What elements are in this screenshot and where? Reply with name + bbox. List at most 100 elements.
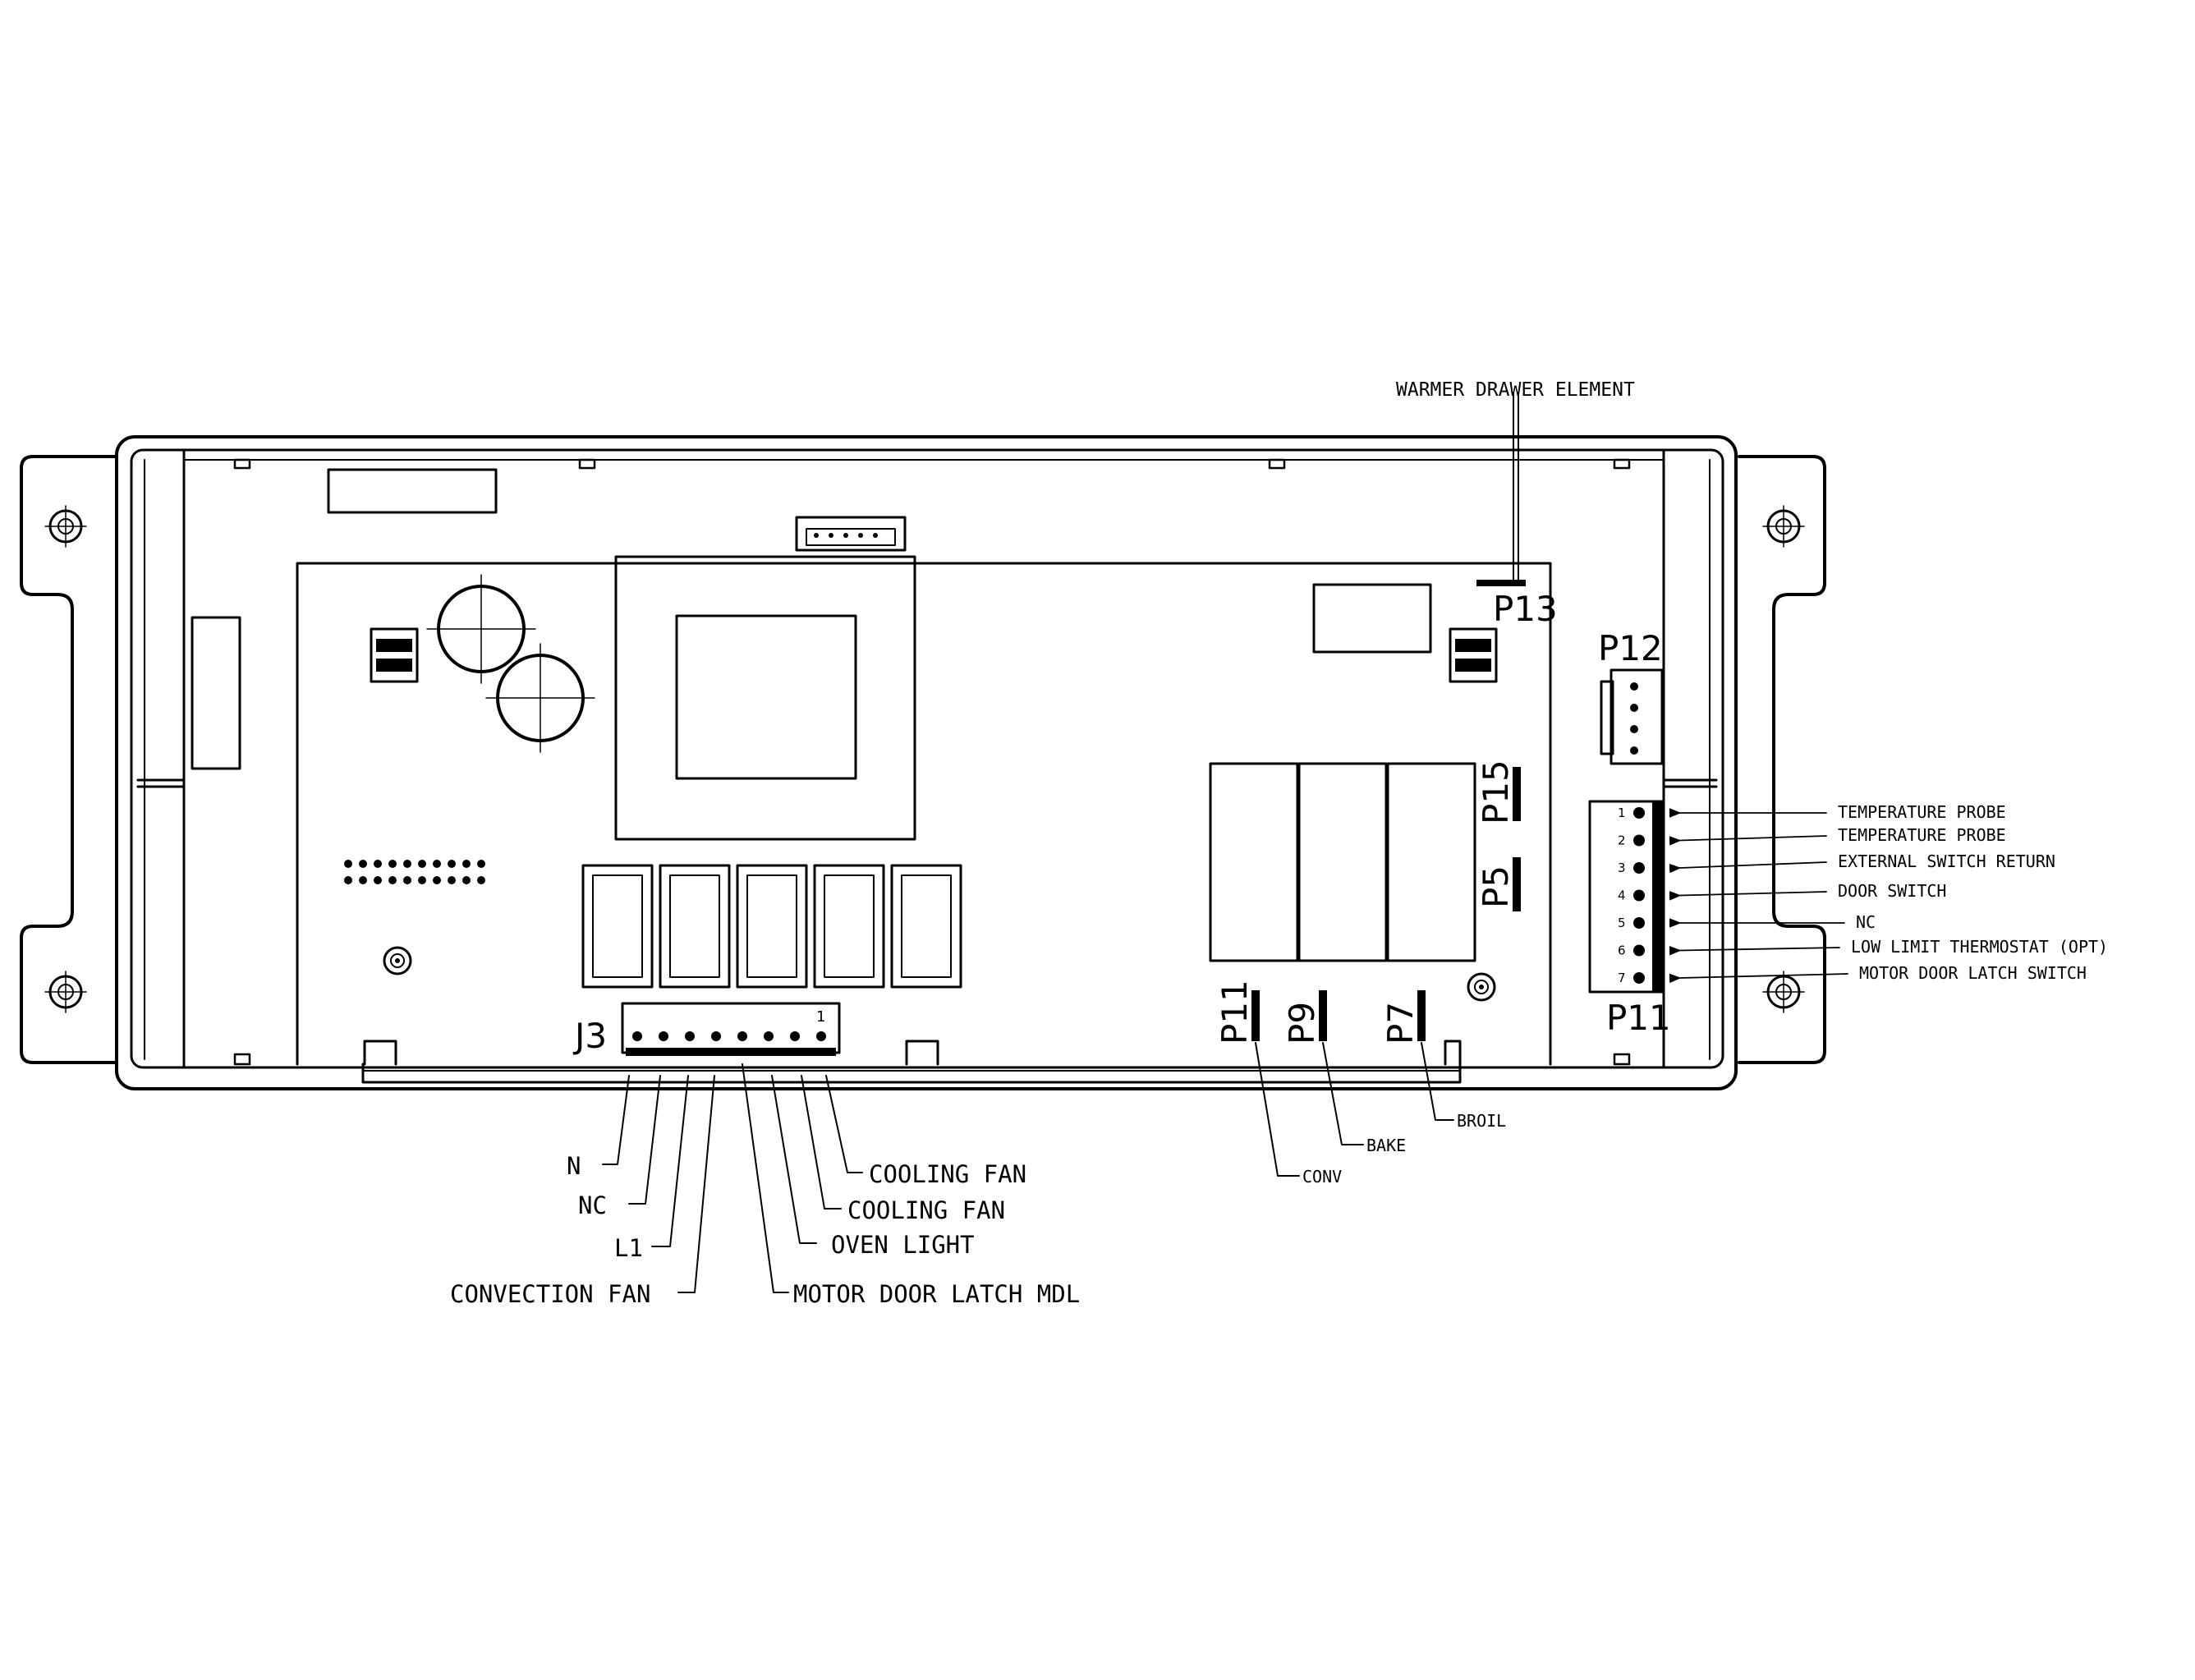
p11-pin-dot xyxy=(1633,807,1645,819)
p11-side-connector: 1 2 3 4 5 6 7 xyxy=(1588,800,1664,994)
circuit-board xyxy=(296,562,1552,1066)
p11-pin-label: TEMPERATURE PROBE xyxy=(1838,802,2006,822)
pin-dot xyxy=(403,876,411,884)
small-relay-bank xyxy=(581,864,962,989)
pin-dot xyxy=(433,876,441,884)
j3-pin1-label: 1 xyxy=(816,1008,825,1026)
pin-dot xyxy=(433,860,441,868)
pin-dot xyxy=(477,860,485,868)
p11-pin-number: 3 xyxy=(1618,861,1626,875)
mounting-hole-icon xyxy=(1762,505,1805,548)
top-connector xyxy=(795,516,907,552)
p7-label: P7 xyxy=(1380,1002,1421,1044)
p11-leader-arrow xyxy=(1669,891,1827,901)
j3-pin-dot xyxy=(632,1031,642,1041)
leader-line xyxy=(1421,1042,1454,1121)
p11-pin-number: 5 xyxy=(1618,916,1626,930)
board-screw-icon xyxy=(1467,972,1496,1002)
j3-pin-dot xyxy=(685,1031,695,1041)
p11-pin-dot xyxy=(1633,917,1645,929)
p15-connector xyxy=(1513,767,1521,821)
pin-dot xyxy=(448,876,456,884)
conv-label: CONV xyxy=(1302,1167,1342,1187)
warmer-drawer-label: WARMER DRAWER ELEMENT xyxy=(1396,379,1635,401)
p11-pin-number: 1 xyxy=(1618,806,1626,820)
j3-pin-dot xyxy=(737,1031,747,1041)
pin-dot xyxy=(462,860,471,868)
p5-label: P5 xyxy=(1476,865,1516,908)
p11-leader-arrow xyxy=(1669,945,1840,956)
p11-pin-label: DOOR SWITCH xyxy=(1838,881,1946,901)
pin-dot xyxy=(448,860,456,868)
p11-pin-number: 6 xyxy=(1618,943,1626,958)
p11-pin-dot xyxy=(1633,944,1645,957)
p11-pin-dot xyxy=(1633,862,1645,874)
top-label-block xyxy=(327,468,498,514)
p7-connector xyxy=(1417,990,1426,1041)
pin-dot xyxy=(418,876,426,884)
p11-leader-arrow xyxy=(1669,861,1827,874)
board-screw-icon xyxy=(383,946,412,975)
pin-dot xyxy=(344,860,352,868)
j3-nc-label: NC xyxy=(578,1191,607,1219)
pin-dot xyxy=(344,876,352,884)
pin-dot xyxy=(388,876,397,884)
pin-dot xyxy=(403,860,411,868)
j3-pin-dot xyxy=(816,1031,826,1041)
j3-l1-label: L1 xyxy=(614,1234,643,1262)
j3-convection-fan-label: CONVECTION FAN xyxy=(450,1280,650,1308)
j3-connector xyxy=(621,1002,841,1056)
p11-pin-dot xyxy=(1633,834,1645,847)
j3-cooling-fan-2-label: COOLING FAN xyxy=(847,1196,1005,1224)
j3-leader-lines xyxy=(602,1063,863,1293)
p11-side-label: P11 xyxy=(1606,998,1671,1038)
capacitor-icon xyxy=(485,643,595,753)
p11-pin-label: EXTERNAL SWITCH RETURN xyxy=(1838,851,2055,871)
p11-pin-number: 2 xyxy=(1618,833,1626,848)
p11-pin-number: 7 xyxy=(1618,971,1626,985)
mounting-hole-icon xyxy=(44,505,87,548)
pin-dot xyxy=(359,876,367,884)
p12-connector xyxy=(1600,668,1664,765)
p9-label: P9 xyxy=(1282,1002,1322,1044)
p11-pin-label: LOW LIMIT THERMOSTAT (OPT) xyxy=(1851,937,2108,957)
p5-connector xyxy=(1513,857,1521,911)
j3-motor-door-latch-label: MOTOR DOOR LATCH MDL xyxy=(793,1280,1080,1308)
pin-dot xyxy=(374,860,382,868)
j3-label: J3 xyxy=(572,1016,607,1056)
p15-label: P15 xyxy=(1476,760,1516,824)
p9-connector xyxy=(1319,990,1327,1041)
pin-header xyxy=(344,860,485,884)
j3-pin-dot xyxy=(790,1031,800,1041)
pin-dot xyxy=(388,860,397,868)
right-top-block xyxy=(1312,583,1432,654)
j3-n-label: N xyxy=(567,1152,581,1180)
capacitor-icon xyxy=(426,574,536,684)
j3-cooling-fan-1-label: COOLING FAN xyxy=(869,1160,1026,1188)
bake-label: BAKE xyxy=(1366,1136,1406,1155)
j3-pin-dot xyxy=(711,1031,721,1041)
left-mounting-bracket xyxy=(20,455,117,1064)
p11-pin-label: MOTOR DOOR LATCH SWITCH xyxy=(1859,963,2087,983)
j3-oven-light-label: OVEN LIGHT xyxy=(831,1231,975,1259)
p13-connector xyxy=(1476,580,1526,586)
mounting-hole-icon xyxy=(1762,971,1805,1013)
pin-dot xyxy=(359,860,367,868)
leader-line xyxy=(1322,1042,1364,1145)
pin-dot xyxy=(477,876,485,884)
broil-label: BROIL xyxy=(1457,1111,1506,1131)
large-relay-bank xyxy=(1209,762,1476,962)
inductor-icon xyxy=(1449,627,1498,683)
p11-bottom-label: P11 xyxy=(1215,980,1255,1044)
p11-pin-number: 4 xyxy=(1618,888,1626,903)
p11-pin-dot xyxy=(1633,972,1645,984)
j3-pin-dot xyxy=(764,1031,774,1041)
pin-dot xyxy=(418,860,426,868)
right-mounting-bracket xyxy=(1738,455,1826,1064)
p11-pin-dot xyxy=(1633,889,1645,902)
p11-leader-arrow xyxy=(1669,973,1848,984)
p11-bottom-connector xyxy=(1251,990,1260,1041)
transformer-module xyxy=(614,555,916,841)
p12-label: P12 xyxy=(1598,628,1663,668)
